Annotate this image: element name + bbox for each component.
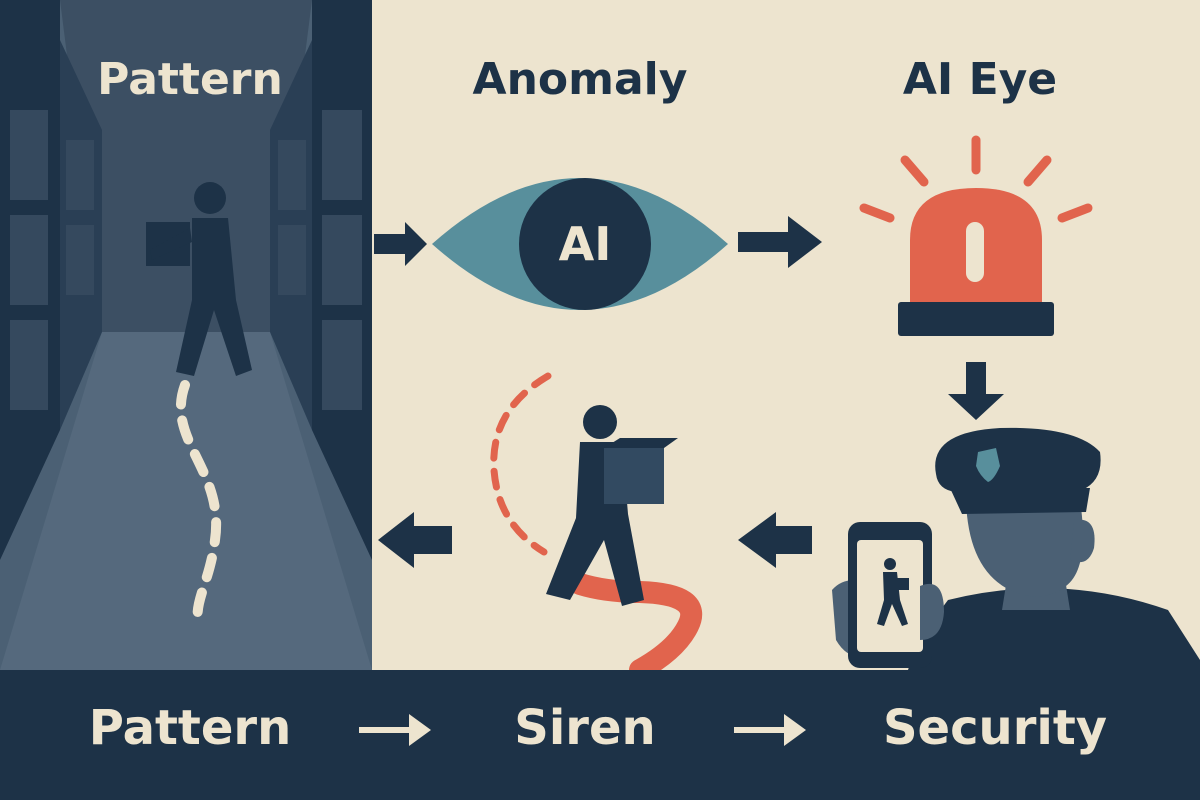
siren-icon [859,135,1093,336]
footer-arrow-icon [359,714,431,746]
arrow-to-siren-icon [738,216,822,268]
step-ai-eye-title: AI Eye [902,54,1058,105]
footer-arrow-icon [734,714,806,746]
anomaly-path-icon [569,573,703,681]
phone-person-icon [877,558,909,626]
anomaly-scene [490,372,703,681]
left-shelf-icon [10,110,94,410]
footer-step-siren: Siren [514,700,656,756]
thief-person-icon [546,405,678,606]
footer-bar [0,670,1200,800]
walking-person-with-box-icon [146,182,252,376]
badge-shield-icon [976,448,1000,482]
arrow-to-eye-icon [374,222,427,266]
security-guard-icon [908,427,1200,670]
arrow-down-icon [948,362,1004,420]
step-anomaly-title: Anomaly [472,54,688,105]
footer-step-pattern: Pattern [88,700,292,756]
dashed-alert-path-icon [490,372,552,556]
right-shelf-icon [278,110,362,410]
warehouse-aisle-panel [0,0,372,670]
arrow-back-icon [378,512,452,568]
footer-step-security: Security [882,700,1108,756]
step-pattern-title: Pattern [97,54,283,105]
dashed-path-icon [175,380,222,625]
ai-eye-icon [432,178,728,310]
eye-ai-label: AI [558,217,612,271]
arrow-from-guard-icon [738,512,812,568]
smartphone-icon [832,522,944,668]
